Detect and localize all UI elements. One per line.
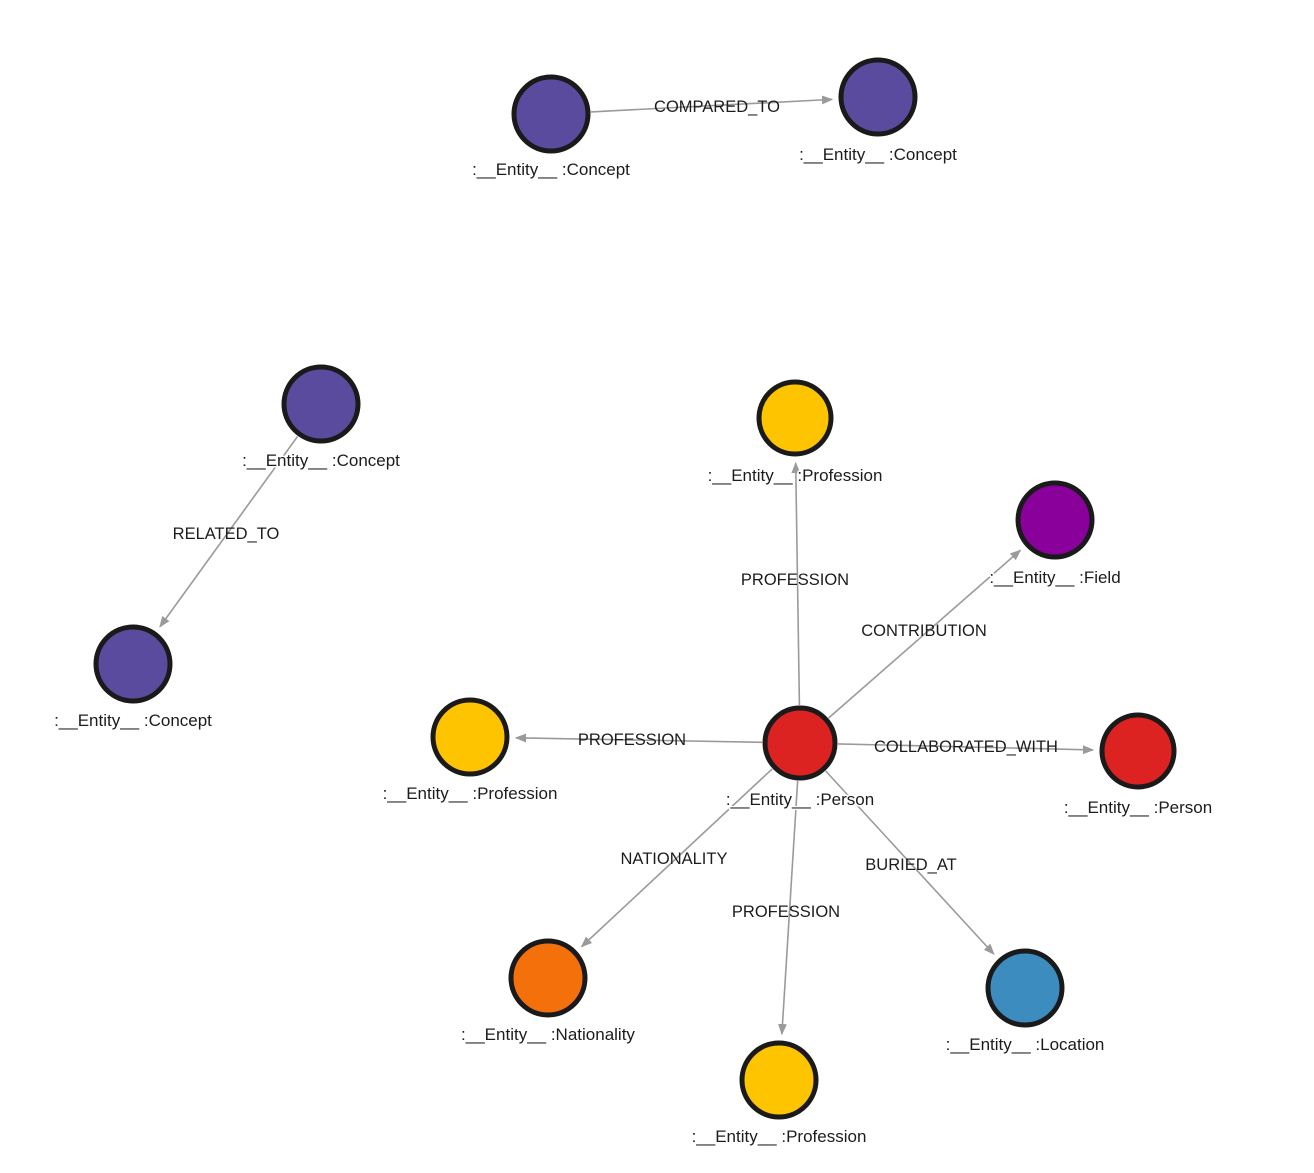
node-label: :__Entity__ :Location <box>946 1035 1105 1054</box>
graph-edge-contribution[interactable] <box>828 549 1022 719</box>
node-label: :__Entity__ :Profession <box>692 1127 867 1146</box>
edge-label: COLLABORATED_WITH <box>874 738 1058 756</box>
edge-label: NATIONALITY <box>621 850 728 868</box>
node-label: :__Entity__ :Field <box>989 568 1120 587</box>
node-label: :__Entity__ :Concept <box>54 711 212 730</box>
node-captions-layer: :__Entity__ :Concept :__Entity__ :Concept… <box>53 144 1214 1148</box>
graph-edge-profession[interactable] <box>514 733 763 744</box>
graph-edge-buried-at[interactable] <box>825 770 995 955</box>
graph-node-profession[interactable] <box>739 1040 819 1120</box>
edge-label: BURIED_AT <box>865 856 956 874</box>
edge-label: RELATED_TO <box>173 525 280 543</box>
node-label: :__Entity__ :Profession <box>708 466 883 485</box>
edge-label: COMPARED_TO <box>654 98 780 116</box>
graph-edge-profession[interactable] <box>778 780 799 1036</box>
graph-node-concept[interactable] <box>511 74 591 154</box>
node-label: :__Entity__ :Concept <box>242 451 400 470</box>
graph-node-concept[interactable] <box>838 57 918 137</box>
graph-node-field[interactable] <box>1015 480 1095 560</box>
graph-node-nationality[interactable] <box>508 938 588 1018</box>
node-label: :__Entity__ :Profession <box>383 784 558 803</box>
edge-label: PROFESSION <box>732 903 840 921</box>
graph-edge-profession[interactable] <box>791 461 801 706</box>
graph-edge-collaborated-with[interactable] <box>837 743 1095 755</box>
edge-label: PROFESSION <box>741 571 849 589</box>
graph-edge-related-to[interactable] <box>159 435 299 628</box>
graph-node-concept[interactable] <box>281 364 361 444</box>
graph-node-location[interactable] <box>985 948 1065 1028</box>
node-label: :__Entity__ :Person <box>726 790 874 809</box>
graph-edge-nationality[interactable] <box>580 768 773 948</box>
edge-label: CONTRIBUTION <box>861 622 987 640</box>
graph-edge-compared-to[interactable] <box>590 95 834 113</box>
edge-captions-layer: COMPARED_TO RELATED_TO PROFESSION CONTRIBUT… <box>173 98 1058 921</box>
graph-node-concept[interactable] <box>93 624 173 704</box>
nodes-layer <box>93 57 1177 1120</box>
node-label: :__Entity__ :Nationality <box>461 1025 635 1044</box>
node-label: :__Entity__ :Person <box>1064 798 1212 817</box>
graph-node-profession[interactable] <box>756 379 834 457</box>
graph-node-person[interactable] <box>1099 712 1177 790</box>
graph-node-profession[interactable] <box>430 697 510 777</box>
node-label: :__Entity__ :Concept <box>472 160 630 179</box>
edges-layer <box>159 95 1095 1036</box>
edge-label: PROFESSION <box>578 731 686 749</box>
graph-node-person[interactable] <box>762 705 838 781</box>
node-label: :__Entity__ :Concept <box>799 145 957 164</box>
